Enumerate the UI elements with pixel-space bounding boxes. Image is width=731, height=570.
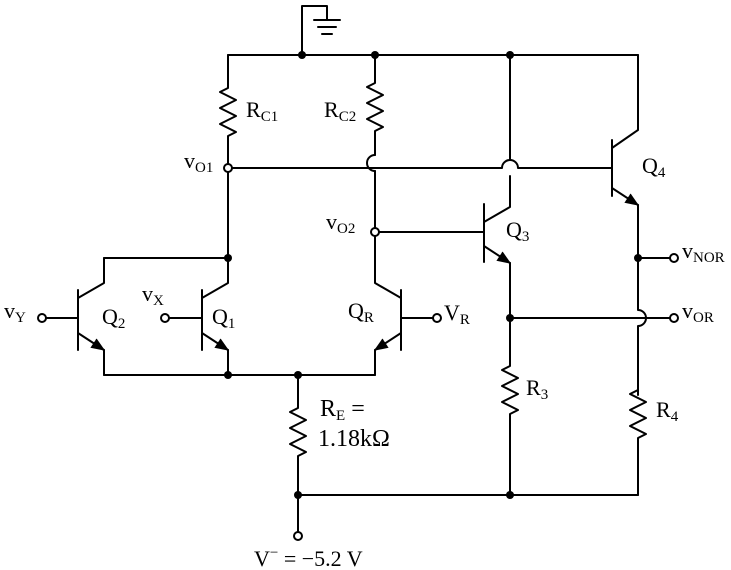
vnor-label: vNOR — [682, 238, 725, 266]
junction-dot — [634, 254, 642, 262]
q4-label: Q4 — [642, 153, 666, 181]
re-label-line2: 1.18kΩ — [318, 426, 390, 452]
junction-dot — [224, 254, 232, 262]
vy-label: vY — [4, 298, 26, 326]
vor-terminal — [669, 313, 679, 323]
r3-label: R3 — [526, 375, 548, 403]
q4-collector-wire — [611, 54, 639, 149]
qr-label: QR — [348, 298, 374, 326]
vo1-label: vO1 — [184, 148, 213, 176]
vx-label: vX — [142, 281, 164, 309]
vx-terminal — [160, 313, 170, 323]
q1-label: Q1 — [212, 304, 235, 332]
junction-dot — [371, 51, 379, 59]
vo1-wire — [227, 159, 613, 169]
junction-dot — [224, 371, 232, 379]
resistor-r3 — [501, 317, 519, 496]
resistor-rc1 — [219, 54, 237, 169]
transistor-q1 — [201, 289, 230, 376]
vminus-label: V− = −5.2 V — [254, 545, 363, 570]
junction-dot — [294, 371, 302, 379]
vo2-terminal — [370, 227, 380, 237]
junction-dot — [298, 51, 306, 59]
vr-terminal — [432, 313, 442, 323]
vminus-terminal — [293, 531, 303, 541]
transistor-q2 — [77, 289, 106, 376]
vo2-label: vO2 — [326, 209, 355, 237]
r4-label: R4 — [656, 397, 679, 425]
resistor-re — [289, 374, 307, 496]
transistor-q4 — [611, 139, 640, 259]
rc2-label: RC2 — [324, 97, 356, 125]
re-label-line1: RE = — [320, 396, 365, 424]
junction-dot — [506, 314, 514, 322]
q2-collector-wire — [77, 257, 105, 299]
ground-symbol — [301, 5, 341, 56]
vr-label: VR — [444, 300, 470, 328]
vy-terminal — [37, 313, 47, 323]
q2-label: Q2 — [102, 304, 125, 332]
q4-emitter-wire — [637, 257, 647, 396]
vor-label: vOR — [682, 298, 714, 326]
rc1-label: RC1 — [246, 97, 278, 125]
junction-dot — [294, 491, 302, 499]
q3-collector-wire — [483, 54, 511, 223]
junction-dot — [506, 491, 514, 499]
transistor-qr — [373, 231, 402, 376]
vnor-terminal — [669, 253, 679, 263]
q1-collector-wire — [103, 257, 229, 299]
junction-dot — [506, 51, 514, 59]
resistor-r4 — [629, 389, 647, 496]
resistor-rc2 — [366, 54, 384, 233]
vo1-terminal — [223, 163, 233, 173]
q3-label: Q3 — [506, 217, 529, 245]
transistor-q3 — [483, 203, 512, 319]
